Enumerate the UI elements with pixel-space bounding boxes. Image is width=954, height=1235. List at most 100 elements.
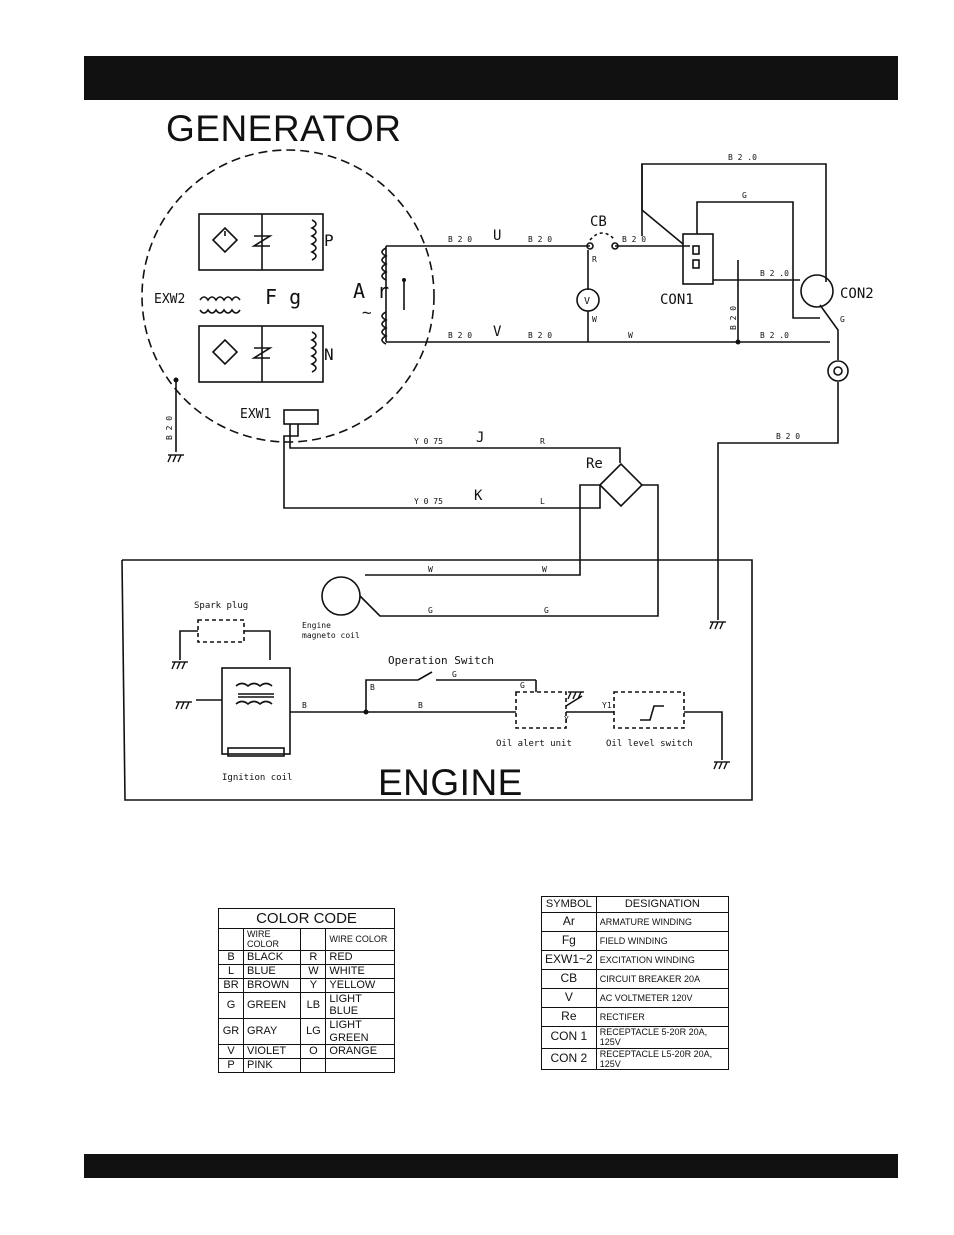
color-name: VIOLET [242, 1044, 302, 1060]
wire-label: Y1 [602, 701, 612, 710]
label-magneto-1: Engine [302, 621, 331, 630]
wire-label: B [370, 683, 375, 692]
generator-title: GENERATOR [166, 108, 402, 149]
engine-boundary [121, 559, 753, 801]
color-name: GRAY [242, 1017, 302, 1046]
wire-label: Y [564, 715, 569, 724]
wire-label: B [418, 701, 423, 710]
label-con1: CON1 [660, 292, 694, 308]
exw1-coil [283, 409, 319, 425]
color-name: BROWN [242, 977, 302, 993]
ground-symbol [713, 761, 730, 770]
symbol: V [541, 988, 597, 1008]
field-winding-n [198, 325, 324, 383]
wire-label: W [428, 565, 433, 574]
color-code-title: COLOR CODE [218, 908, 395, 929]
symbol: CB [541, 969, 597, 989]
symbol: EXW1~2 [541, 950, 597, 970]
oil-alert-unit [515, 691, 567, 729]
wire-label: G [452, 670, 457, 679]
label-con2: CON2 [840, 286, 874, 302]
color-code-blank [300, 928, 327, 951]
wire-label: B 2 0 [622, 235, 646, 244]
label-fg: F g [265, 285, 301, 309]
wire-label: W [592, 315, 597, 324]
symbol: CON 1 [541, 1026, 597, 1049]
color-code-header: WIRE COLOR [325, 928, 395, 951]
label-spark-plug: Spark plug [194, 601, 248, 611]
ground-symbol [567, 691, 584, 700]
label-oil-level-switch: Oil level switch [606, 739, 693, 749]
color-code: BR [218, 977, 244, 993]
color-name: PINK [242, 1058, 302, 1074]
wire-label: B 2 0 [448, 331, 472, 340]
wire-label: L [540, 497, 545, 506]
wire-label: G [840, 315, 845, 324]
con2-receptacle [800, 274, 834, 308]
wire-label: B 2 0 [165, 416, 174, 440]
label-n: N [324, 345, 334, 364]
designation: AC VOLTMETER 120V [595, 988, 730, 1008]
rectifier [598, 462, 644, 508]
wire-label: R [592, 255, 597, 264]
color-name [325, 1058, 395, 1074]
designation: ARMATURE WINDING [595, 912, 730, 932]
wire-label: B 2 0 [776, 432, 800, 441]
label-exw1: EXW1 [240, 407, 271, 422]
designation: CIRCUIT BREAKER 20A [595, 969, 730, 989]
label-operation-switch: Operation Switch [388, 654, 494, 667]
field-winding-p [198, 213, 324, 271]
exw2-coil [199, 296, 241, 302]
color-code: LG [300, 1017, 327, 1046]
designation: RECEPTACLE 5-20R 20A, 125V [595, 1026, 730, 1049]
color-code: G [218, 991, 244, 1019]
color-name: BLACK [242, 949, 302, 965]
ground-symbol [167, 454, 184, 463]
color-code: L [218, 963, 244, 979]
ground-symbol [709, 621, 726, 630]
wire-label: Y 0 75 [414, 497, 443, 506]
color-code: GR [218, 1017, 244, 1046]
magneto-coil [321, 576, 361, 616]
label-magneto-2: magneto coil [302, 631, 360, 640]
symbol: Fg [541, 931, 597, 951]
wire-label: B 2 .0 [760, 269, 789, 278]
color-name: BLUE [242, 963, 302, 979]
oil-level-switch [613, 691, 685, 729]
label-j: J [476, 430, 484, 446]
color-name: WHITE [325, 963, 395, 979]
wire-label: G [742, 191, 747, 200]
color-code: O [300, 1044, 327, 1060]
symbol-header: SYMBOL [541, 896, 597, 913]
con1-receptacle [682, 233, 714, 285]
designation: RECEPTACLE L5-20R 20A, 125V [595, 1047, 730, 1071]
color-name: GREEN [242, 991, 302, 1019]
label-ignition-coil: Ignition coil [222, 773, 292, 783]
ground-symbol [171, 661, 188, 670]
color-name: LIGHT BLUE [325, 991, 395, 1019]
color-code: W [300, 963, 327, 979]
wire-label: R [540, 437, 545, 446]
label-ar: A r [353, 279, 389, 303]
color-code: LB [300, 991, 327, 1019]
color-name: RED [325, 949, 395, 965]
spark-plug [197, 619, 245, 643]
designation-header: DESIGNATION [595, 896, 730, 913]
wire-label: B 2 0 [528, 331, 552, 340]
